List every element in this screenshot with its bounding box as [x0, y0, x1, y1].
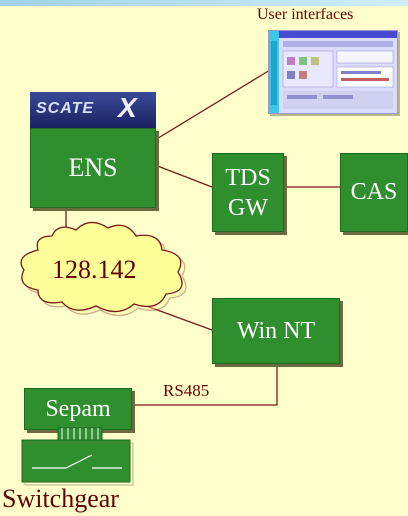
rs485-label: RS485 — [163, 381, 210, 400]
gw-label: GW — [228, 194, 268, 221]
win-nt-label: Win NT — [236, 317, 316, 344]
win-nt-node[interactable]: Win NT — [212, 298, 340, 364]
line-winnt-sepam — [132, 362, 278, 406]
sepam-node[interactable]: Sepam — [24, 388, 132, 430]
sepam-label: Sepam — [45, 395, 111, 422]
ens-label: ENS — [68, 153, 118, 182]
tds-label: TDS — [225, 164, 271, 191]
line-ens-ui — [154, 69, 271, 141]
network-label: 128.142 — [52, 255, 137, 284]
logo-text: SCATE — [36, 100, 95, 117]
user-interfaces-label: User interfaces — [257, 6, 354, 23]
line-ens-tds — [154, 164, 213, 188]
connector-pins — [57, 427, 103, 441]
cas-label: CAS — [350, 179, 398, 205]
ens-node[interactable]: ENS — [30, 128, 156, 208]
switchgear-label: Switchgear — [2, 484, 119, 513]
screen-thumbnail-icon — [268, 30, 398, 114]
scate-x-logo: SCATE X — [30, 92, 156, 128]
switchgear-box — [21, 439, 131, 483]
tds-gw-node[interactable]: TDS GW — [212, 153, 284, 232]
switch-symbol-icon — [32, 454, 122, 469]
logo-mark: X — [118, 92, 137, 123]
top-strip — [0, 0, 408, 6]
